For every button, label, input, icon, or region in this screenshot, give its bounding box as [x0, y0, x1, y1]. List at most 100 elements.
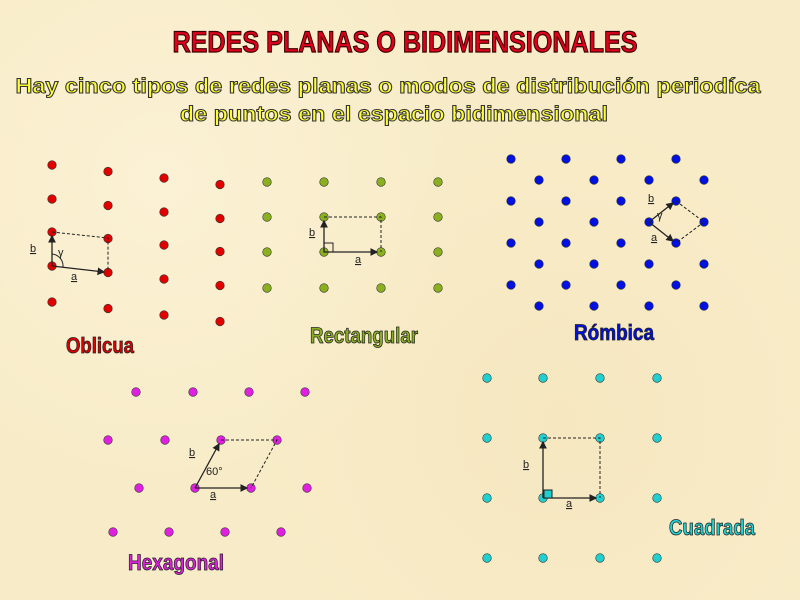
- hexagonal-vector-a-label: a: [210, 489, 217, 501]
- cuadrada-lattice-point: [538, 373, 548, 383]
- cuadrada-lattice-point: [595, 553, 605, 563]
- rombica-lattice-point: [616, 280, 626, 290]
- rombica-lattice-point: [644, 259, 654, 269]
- cuadrada-lattice-point: [595, 373, 605, 383]
- oblicua-lattice-point: [47, 160, 57, 170]
- rombica-lattice-point: [589, 175, 599, 185]
- hexagonal-vector-b-label: b: [189, 447, 195, 459]
- hexagonal-angle-label: 60°: [206, 466, 223, 478]
- hexagonal-lattice-point: [220, 527, 230, 537]
- oblicua-lattice-point: [47, 194, 57, 204]
- rombica-lattice-point: [506, 196, 516, 206]
- cuadrada-lattice-point: [482, 553, 492, 563]
- rombica-lattice-point: [671, 280, 681, 290]
- label-oblicua: Oblicua: [66, 333, 135, 358]
- subtitle-line-2: de puntos en el espacio bidimensional: [180, 103, 608, 126]
- rectangular-lattice-point: [433, 247, 443, 257]
- rectangular-lattice-point: [262, 177, 272, 187]
- rombica-lattice-point: [534, 217, 544, 227]
- oblicua-lattice-point: [103, 303, 113, 314]
- oblique-cell: [48, 231, 109, 276]
- square-vector-a-label: a: [566, 498, 573, 510]
- label-hexagonal: Hexagonal: [128, 550, 224, 575]
- rombica-lattice-point: [589, 301, 599, 311]
- rectangular-vector-a-label: a: [355, 254, 362, 266]
- label-cuadrada: Cuadrada: [669, 515, 756, 540]
- hexagonal-cell: [194, 439, 278, 492]
- rombica-lattice-point: [699, 301, 709, 311]
- rhombic-vector-b-label: b: [648, 193, 654, 205]
- rombica-lattice-point: [506, 238, 516, 248]
- oblicua-lattice-point: [159, 173, 169, 183]
- square-cell: [539, 437, 601, 502]
- rombica-lattice-point: [506, 280, 516, 290]
- square-vector-b-label: b: [523, 459, 529, 471]
- hexagonal-lattice-point: [134, 483, 144, 493]
- rombica-lattice-point: [699, 259, 709, 269]
- oblicua-lattice-point: [103, 166, 113, 177]
- oblique-vector-a-label: a: [71, 271, 78, 283]
- hexagonal-lattice-point: [108, 527, 118, 537]
- rombica-lattice-point: [589, 217, 599, 227]
- hexagonal-lattice-point: [164, 527, 174, 537]
- rectangular-lattice-point: [433, 177, 443, 187]
- rectangular-lattice-point: [433, 283, 443, 293]
- oblicua-lattice-point: [159, 207, 169, 217]
- hexagonal-lattice-point: [300, 387, 310, 397]
- hexagonal-lattice-point: [188, 387, 198, 397]
- oblicua-lattice-point: [215, 246, 225, 257]
- subtitle-line-1: Hay cinco tipos de redes planas o modos …: [16, 75, 761, 98]
- rhombic-cell: [648, 200, 705, 244]
- rectangular-vector-b-label: b: [309, 227, 315, 239]
- hexagonal-lattice-point: [103, 435, 113, 445]
- cuadrada-lattice-point: [652, 373, 662, 383]
- hexagonal-lattice-point: [244, 387, 254, 397]
- slide-title: REDES PLANAS O BIDIMENSIONALES: [173, 26, 638, 59]
- cuadrada-lattice-point: [538, 553, 548, 563]
- rombica-lattice-point: [644, 175, 654, 185]
- rectangular-cell: [320, 216, 382, 256]
- cuadrada-lattice-point: [482, 493, 492, 503]
- hexagonal-lattice-point: [160, 435, 170, 445]
- cuadrada-lattice-point: [652, 553, 662, 563]
- oblique-vector-b-label: b: [30, 243, 36, 255]
- rombica-lattice-point: [561, 280, 571, 290]
- rombica-lattice-point: [534, 259, 544, 269]
- cuadrada-lattice-point: [652, 433, 662, 443]
- rombica-lattice-point: [616, 196, 626, 206]
- oblicua-lattice-point: [159, 274, 169, 284]
- rhombic-vector-a-label: a: [651, 232, 658, 244]
- rombica-lattice-point: [616, 238, 626, 248]
- rombica-lattice-point: [589, 259, 599, 269]
- lattice-points: [47, 154, 709, 563]
- rombica-lattice-point: [561, 238, 571, 248]
- oblique-angle-label: γ: [58, 247, 64, 259]
- rombica-lattice-point: [534, 301, 544, 311]
- rhombic-angle-label: γ: [657, 210, 663, 222]
- oblicua-lattice-point: [215, 280, 225, 291]
- rombica-lattice-point: [616, 154, 626, 164]
- oblicua-lattice-point: [159, 240, 169, 250]
- oblicua-lattice-point: [215, 179, 225, 190]
- rectangular-lattice-point: [262, 247, 272, 257]
- oblicua-lattice-point: [103, 200, 113, 211]
- rombica-lattice-point: [561, 196, 571, 206]
- rombica-lattice-point: [534, 175, 544, 185]
- oblicua-lattice-point: [215, 316, 225, 327]
- cuadrada-lattice-point: [482, 373, 492, 383]
- cuadrada-lattice-point: [652, 493, 662, 503]
- rectangular-lattice-point: [319, 177, 329, 187]
- rombica-lattice-point: [506, 154, 516, 164]
- hexagonal-lattice-point: [131, 387, 141, 397]
- rectangular-lattice-point: [262, 283, 272, 293]
- rectangular-lattice-point: [376, 177, 386, 187]
- rombica-lattice-point: [644, 301, 654, 311]
- rectangular-lattice-point: [319, 283, 329, 293]
- hexagonal-lattice-point: [302, 483, 312, 493]
- label-rombica: Rómbica: [574, 320, 655, 345]
- rombica-lattice-point: [561, 154, 571, 164]
- rectangular-lattice-point: [376, 283, 386, 293]
- label-rectangular: Rectangular: [310, 323, 418, 348]
- rectangular-lattice-point: [262, 212, 272, 222]
- oblicua-lattice-point: [215, 213, 225, 224]
